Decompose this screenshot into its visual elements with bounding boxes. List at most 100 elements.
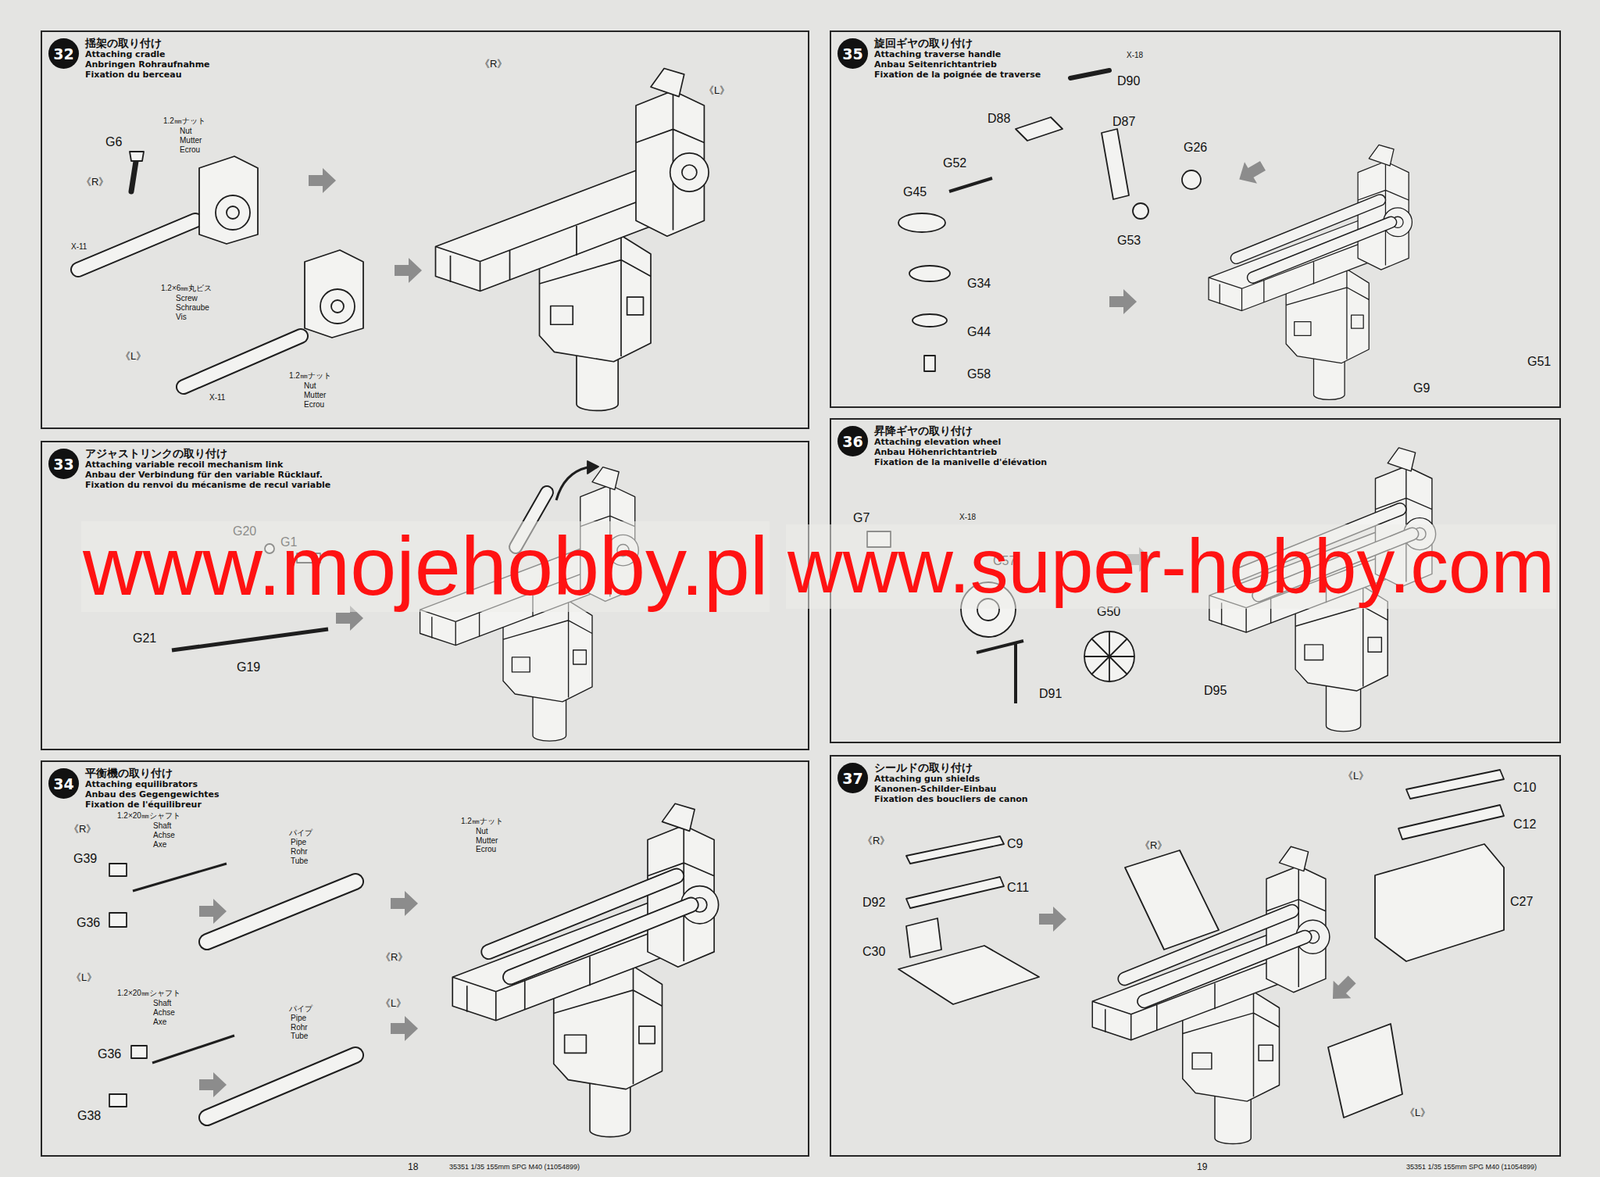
main-assemblies [435,68,710,411]
note-label: X-18 [959,512,976,522]
note-label: パイプ [289,1003,313,1014]
note-label: 35351 1/35 155mm SPG M40 (11054899) [449,1162,580,1172]
small-parts [912,314,947,327]
step-heading: シールドの取り付けAttaching gun shieldsKanonen-Sc… [874,760,1029,804]
part-label: C11 [1007,879,1029,895]
small-parts [1375,843,1504,961]
part-label: C10 [1513,779,1536,795]
small-parts [949,178,993,192]
part-label: 《R》 [1139,839,1168,852]
small-parts [1015,117,1063,141]
note-label: 1.2×20㎜シャフト [117,810,181,821]
main-assemblies [420,467,640,741]
main-assemblies [452,803,718,1136]
note-label: 18 [407,1160,418,1172]
step-arrows [335,605,364,631]
small-parts [1328,1023,1403,1118]
small-parts [132,863,227,891]
small-parts [207,881,356,942]
step-arrows [1324,970,1361,1008]
part-label: D92 [862,894,886,910]
main-assemblies [1208,144,1412,400]
step-title: Anbau des Gegengewichtes [85,789,220,800]
small-parts [152,1035,235,1063]
small-parts [924,355,936,372]
small-parts [1182,170,1201,190]
part-label: 《L》 [71,971,97,984]
part-label: C30 [862,943,886,959]
note-label: 1.2㎜ナット [289,371,332,381]
part-label: G53 [1117,232,1141,248]
part-label: C27 [1510,893,1533,909]
step-panel: シールドの取り付けAttaching gun shieldsKanonen-Sc… [829,754,1561,1157]
part-label: 《R》 [479,57,508,71]
part-label: G6 [105,134,122,150]
step-title-ja: シールドの取り付け [874,760,1029,774]
step-number: 36 [842,432,863,450]
note-label: Nut [475,826,489,836]
note-label: Vis [175,312,187,322]
part-label: D95 [1203,682,1227,698]
main-assemblies [489,875,692,978]
step-title: Fixation de l'équilibreur [85,799,220,810]
part-label: C9 [1007,835,1023,851]
step-title: Kanonen-Schilder-Einbau [874,783,1029,794]
step-title: Anbau Seitenrichtantrieb [874,59,1041,70]
step-heading: 昇降ギヤの取り付けAttaching elevation wheelAnbau … [874,424,1047,468]
part-label: G44 [967,324,991,340]
small-parts [109,863,127,927]
part-label: G1 [280,534,297,550]
small-parts [906,917,942,958]
small-parts [296,553,321,563]
part-label: C57 [992,553,1016,568]
part-label: D90 [1117,73,1140,89]
step-number-circle: 35 [837,38,868,69]
note-label: Shaft [153,821,172,831]
step-panel: 平衡機の取り付けAttaching equilibratorsAnbau des… [40,760,810,1157]
step-arrows [1232,154,1269,190]
note-label: Achse [153,830,175,840]
step-title: Attaching gun shields [874,773,1029,784]
small-parts [515,492,547,547]
step-heading: 揺架の取り付けAttaching cradleAnbringen Rohrauf… [85,36,211,80]
part-label: G7 [853,510,870,525]
note-label: Screw [175,293,198,304]
part-label: D87 [1112,114,1136,129]
note-label: Achse [153,1007,175,1018]
step-number: 33 [53,455,74,473]
step-title-ja: 平衡機の取り付け [85,766,220,779]
part-label: 《R》 [862,834,890,847]
part-label: G21 [132,630,157,646]
step-panel: 揺架の取り付けAttaching cradleAnbringen Rohrauf… [40,30,810,429]
small-parts [976,640,1024,704]
small-parts [1406,769,1504,799]
small-parts [906,876,1004,908]
part-label: 《R》 [380,950,408,964]
note-label: 1.2×6㎜丸ビス [160,283,212,293]
note-label: Mutter [475,835,498,846]
step-number: 37 [842,769,863,787]
step-arrows [199,154,1361,1097]
small-parts [264,543,275,554]
small-parts [215,195,250,230]
step-title: Attaching traverse handle [874,49,1041,60]
small-parts [898,213,946,233]
small-parts [226,206,240,219]
part-label: 《L》 [1404,1106,1431,1119]
step-title: Attaching variable recoil mechanism link [85,459,331,470]
small-parts [1132,203,1149,219]
note-label: Axe [153,1017,167,1027]
small-parts [78,220,196,270]
step-title: Attaching elevation wheel [874,436,1047,447]
small-parts [1070,70,1110,79]
part-label: G26 [1183,139,1208,155]
step-arrows [1039,906,1067,932]
step-title: Fixation du renvoi du mécanisme de recul… [85,479,331,490]
small-parts [78,220,196,270]
step-title: Anbau der Verbindung für den variable Rü… [85,469,331,480]
part-label: G9 [1413,380,1430,396]
part-label: D91 [1039,685,1062,701]
step-panel: アジャストリンクの取り付けAttaching variable recoil m… [40,440,810,750]
note-label: Nut [303,381,317,391]
note-label: 35351 1/35 155mm SPG M40 (11054899) [1406,1162,1537,1172]
